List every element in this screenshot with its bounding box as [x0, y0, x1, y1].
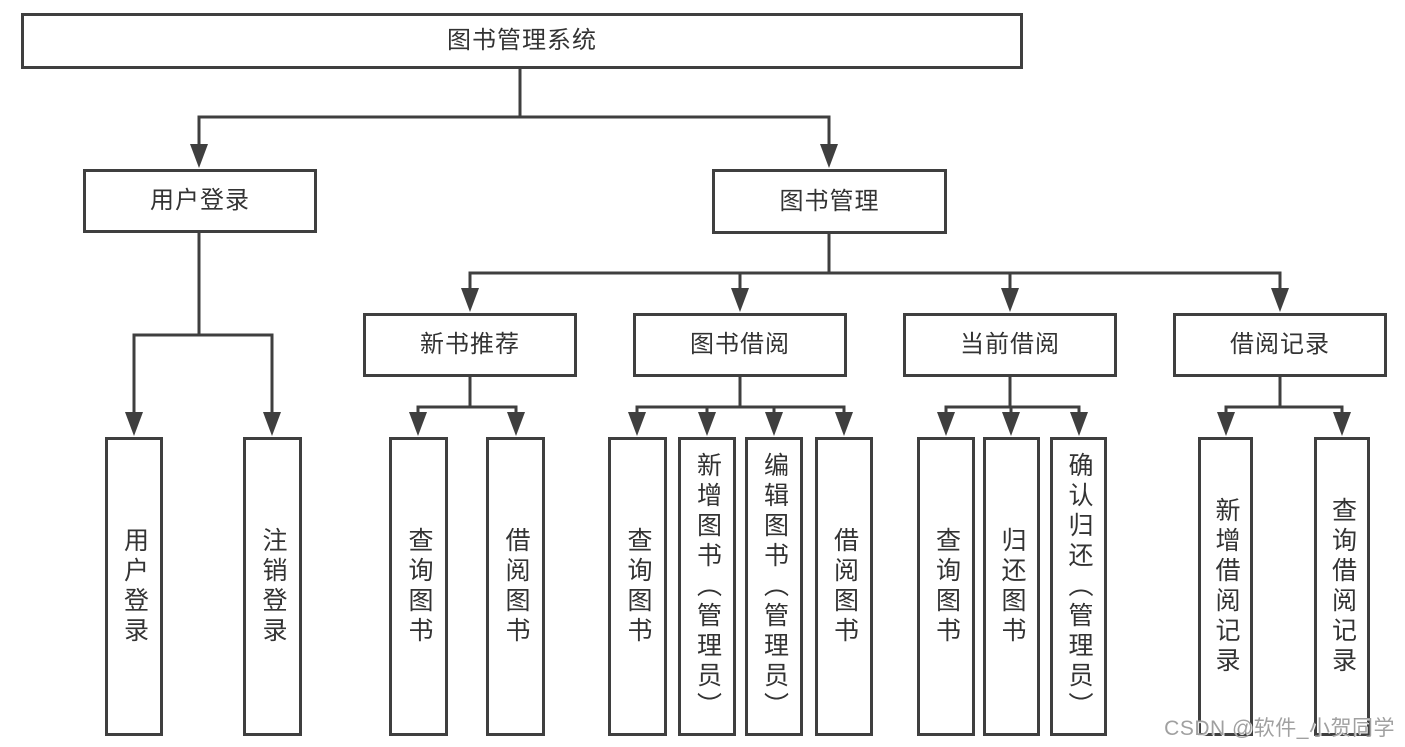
connector-new-book-recommend-children	[409, 375, 525, 436]
node-borrow-records: 借阅记录	[1173, 313, 1387, 377]
connector-book-management-children	[461, 232, 1289, 312]
connector-book-borrow-children	[628, 375, 853, 436]
leaf-query-book-current: 查询图书	[917, 437, 975, 736]
leaf-return-book: 归还图书	[983, 437, 1040, 736]
connector-borrow-records-children	[1217, 375, 1351, 436]
leaf-add-book-admin: 新增图书（管理员）	[678, 437, 736, 736]
leaf-borrow-book: 借阅图书	[815, 437, 873, 736]
leaf-user-login: 用户登录	[105, 437, 163, 736]
node-user-login: 用户登录	[83, 169, 317, 233]
leaf-borrow-book-recommend: 借阅图书	[486, 437, 545, 736]
node-book-borrow: 图书借阅	[633, 313, 847, 377]
leaf-confirm-return-admin: 确认归还（管理员）	[1050, 437, 1107, 736]
csdn-watermark: CSDN @软件_小贺同学	[1164, 717, 1395, 740]
leaf-add-borrow-record: 新增借阅记录	[1198, 437, 1253, 736]
connector-current-borrow-children	[937, 375, 1088, 436]
leaf-query-borrow-record: 查询借阅记录	[1314, 437, 1370, 736]
node-current-borrow: 当前借阅	[903, 313, 1117, 377]
connector-root-to-level1	[190, 67, 838, 168]
leaf-query-book-borrow: 查询图书	[608, 437, 667, 736]
node-new-book-recommend: 新书推荐	[363, 313, 577, 377]
connector-user-login-children	[125, 230, 281, 436]
node-book-management: 图书管理	[712, 169, 947, 234]
leaf-logout-login: 注销登录	[243, 437, 302, 736]
leaf-query-book-recommend: 查询图书	[389, 437, 448, 736]
node-library-management-system: 图书管理系统	[21, 13, 1023, 69]
leaf-edit-book-admin: 编辑图书（管理员）	[745, 437, 803, 736]
